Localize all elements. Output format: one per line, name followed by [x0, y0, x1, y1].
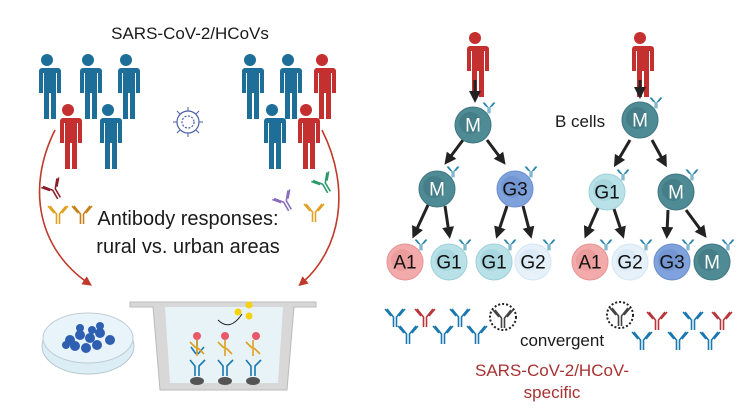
cell-label: G2 — [617, 253, 642, 274]
person-icon — [239, 54, 264, 119]
antibody-repertoire-right — [606, 301, 733, 351]
antibody-responses-text: Antibody responses: — [97, 208, 278, 230]
cell-nucleus — [616, 249, 638, 271]
b-cells-label: B cells — [555, 112, 605, 131]
b-cell-g1: G1 — [588, 169, 630, 211]
rural-population — [36, 54, 140, 169]
cell-nucleus — [501, 176, 523, 198]
b-cell-g2: G2 — [611, 239, 653, 281]
cell-nucleus — [626, 107, 648, 129]
cell-label: A1 — [578, 253, 601, 274]
convergent-antibody-circle — [489, 303, 517, 331]
urban-population — [239, 54, 336, 169]
cell-nucleus — [480, 249, 502, 271]
cell-label: M — [632, 111, 648, 132]
lineage-arrows — [412, 80, 707, 239]
cell-label: G3 — [502, 180, 527, 201]
left-curved-arrow — [38, 129, 92, 286]
petri-dish-icon — [41, 312, 135, 375]
b-cell-m: M — [693, 239, 735, 281]
cell-label: M — [465, 116, 481, 137]
cell-label: G1 — [481, 253, 506, 274]
person-icon — [97, 104, 122, 169]
person-icon — [36, 54, 61, 119]
virus-icon — [173, 107, 203, 137]
person-icon — [261, 104, 286, 169]
cell-label: M — [668, 183, 684, 204]
convergent-label: convergent — [520, 331, 604, 350]
b-cell-m: M — [454, 102, 496, 144]
cell-nucleus — [698, 249, 720, 271]
pathogen-title: SARS-CoV-2/HCoVs — [111, 24, 269, 43]
cell-nucleus — [459, 112, 481, 134]
infected-person-icon — [57, 104, 82, 169]
cell-nucleus — [423, 176, 445, 198]
b-cell-m: M — [418, 166, 460, 208]
rural-urban-text: rural vs. urban areas — [96, 236, 279, 258]
specific-label-line2: specific — [524, 383, 581, 402]
b-cell-g3: G3 — [653, 239, 695, 281]
cell-label: G1 — [436, 253, 461, 274]
cell-label: G3 — [659, 253, 684, 274]
cell-nucleus — [576, 249, 598, 271]
elisa-well-icon — [129, 301, 317, 391]
b-cell-a1: A1 — [386, 239, 428, 281]
cell-label: M — [704, 253, 720, 274]
cell-label: G2 — [520, 253, 545, 274]
antibody-repertoire-left — [384, 303, 517, 345]
b-cell-m: M — [621, 97, 663, 139]
b-cell-g3: G3 — [496, 166, 538, 208]
cell-nucleus — [593, 179, 615, 201]
infected-person-icon — [295, 104, 320, 169]
infected-person-icon — [311, 54, 336, 119]
cell-nucleus — [658, 249, 680, 271]
person-icon — [277, 54, 302, 119]
right-curved-arrow — [298, 129, 340, 287]
person-icon — [77, 54, 102, 119]
cell-label: A1 — [393, 253, 416, 274]
b-cell-g2: G2 — [514, 239, 556, 281]
cell-label: G1 — [594, 183, 619, 204]
b-cell-a1: A1 — [571, 239, 613, 281]
cell-nucleus — [391, 249, 413, 271]
b-cell-m: M — [657, 169, 699, 211]
convergent-antibody-circle — [606, 301, 634, 329]
b-cell-g1: G1 — [430, 239, 472, 281]
cell-nucleus — [519, 249, 541, 271]
person-icon — [115, 54, 140, 119]
b-cell-g1: G1 — [475, 239, 517, 281]
cell-nucleus — [662, 179, 684, 201]
specific-label-line1: SARS-CoV-2/HCoV- — [475, 361, 629, 380]
cell-label: M — [429, 180, 445, 201]
cell-nucleus — [435, 249, 457, 271]
